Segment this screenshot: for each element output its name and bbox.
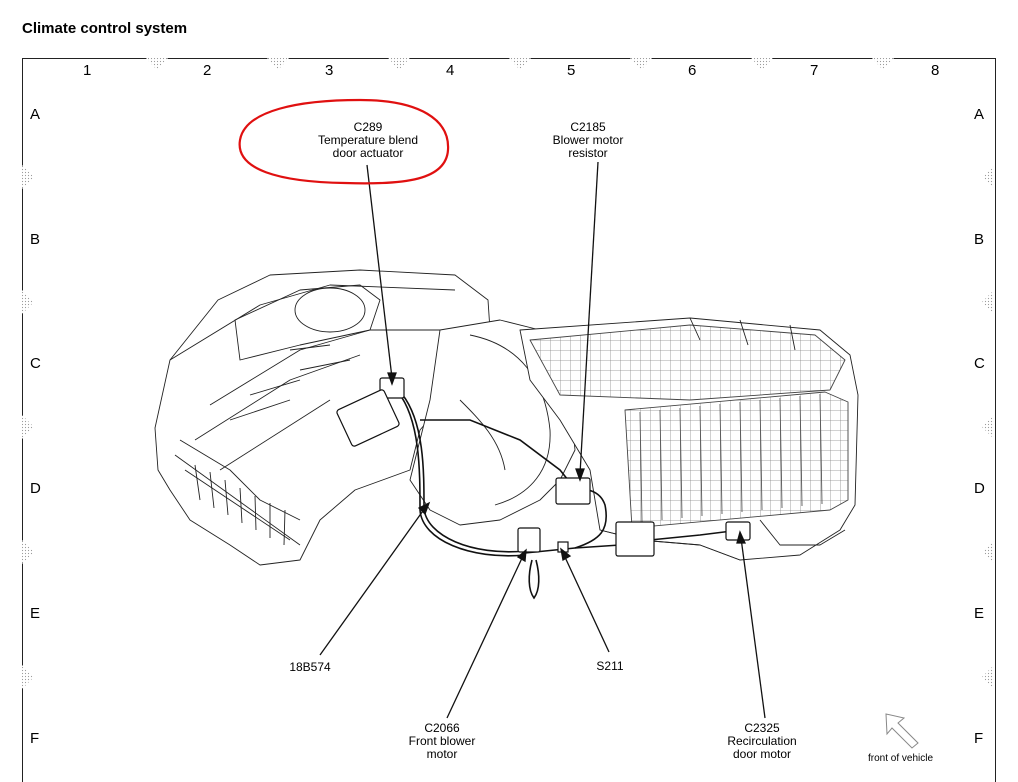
grid-column-label: 1	[83, 62, 92, 79]
grid-marker	[267, 58, 289, 70]
grid-row-label: F	[974, 730, 984, 747]
callout-c2185: C2185 Blower motor resistor	[533, 121, 643, 160]
callout-18b574: 18B574	[270, 661, 350, 674]
connector-inline	[615, 521, 655, 557]
callout-line: door motor	[732, 747, 792, 761]
grid-marker	[22, 540, 34, 564]
grid-column-label: 5	[567, 62, 576, 79]
connector-group	[336, 377, 751, 557]
grid-marker	[982, 290, 994, 314]
callout-line: Blower motor	[552, 133, 624, 147]
callout-c2325: C2325 Recirculation door motor	[707, 722, 817, 761]
grid-marker	[509, 58, 531, 70]
grid-marker	[872, 58, 894, 70]
grid-row-label: D	[974, 480, 985, 497]
callout-code: C289	[353, 120, 383, 134]
grid-marker	[982, 415, 994, 439]
connector-c2185	[555, 477, 591, 505]
callout-line: motor	[426, 747, 458, 761]
callout-c289: C289 Temperature blend door actuator	[283, 121, 453, 160]
grid-column-label: 3	[325, 62, 334, 79]
arrow-icon	[885, 713, 919, 749]
page-title: Climate control system	[22, 20, 188, 37]
callout-code: 18B574	[289, 660, 331, 674]
grid-marker	[22, 165, 34, 189]
callout-line: Temperature blend	[317, 133, 419, 147]
evaporator-top-grille	[529, 324, 846, 401]
grid-row-label: D	[30, 480, 41, 497]
callout-code: C2185	[570, 120, 606, 134]
leader-lines	[319, 161, 766, 719]
callout-line: Front blower	[408, 734, 476, 748]
grid-marker	[146, 58, 168, 70]
callout-line: door actuator	[332, 146, 404, 160]
grid-marker	[982, 540, 994, 564]
grid-marker	[982, 665, 994, 689]
front-of-vehicle-label: front of vehicle	[868, 753, 934, 764]
grid-marker	[751, 58, 773, 70]
grid-row-label: C	[30, 355, 41, 372]
grid-marker	[22, 415, 34, 439]
callout-c2066: C2066 Front blower motor	[387, 722, 497, 761]
callout-code: C2066	[424, 721, 460, 735]
grid-marker	[388, 58, 410, 70]
grid-marker	[630, 58, 652, 70]
grid-row-label: A	[30, 106, 41, 123]
grid-column-label: 7	[810, 62, 819, 79]
callout-code: S211	[596, 659, 624, 673]
callout-code: C2325	[744, 721, 780, 735]
connector-c2066	[517, 527, 541, 553]
grid-column-label: 4	[446, 62, 455, 79]
grid-marker-group	[22, 58, 994, 689]
grid-column-label: 6	[688, 62, 697, 79]
heater-core-housing	[154, 269, 491, 566]
grid-marker	[982, 165, 994, 189]
evaporator-front-grille	[624, 391, 849, 529]
grid-column-label: 2	[203, 62, 212, 79]
grid-row-label: E	[974, 605, 985, 622]
temperature-blend-actuator	[336, 389, 400, 447]
callout-line: resistor	[568, 146, 608, 160]
grid-row-label: F	[30, 730, 40, 747]
callout-line: Recirculation	[727, 734, 797, 748]
grid-row-label: B	[30, 231, 41, 248]
highlight-circle	[238, 98, 450, 185]
grid-row-label: B	[974, 231, 985, 248]
callout-s211: S211	[585, 660, 635, 673]
grid-marker	[22, 290, 34, 314]
grid-row-label: A	[974, 106, 985, 123]
grid-marker	[22, 665, 34, 689]
grid-column-label: 8	[931, 62, 940, 79]
grid-row-label: C	[974, 355, 985, 372]
grid-row-label: E	[30, 605, 41, 622]
hvac-housing-drawing	[154, 269, 859, 566]
